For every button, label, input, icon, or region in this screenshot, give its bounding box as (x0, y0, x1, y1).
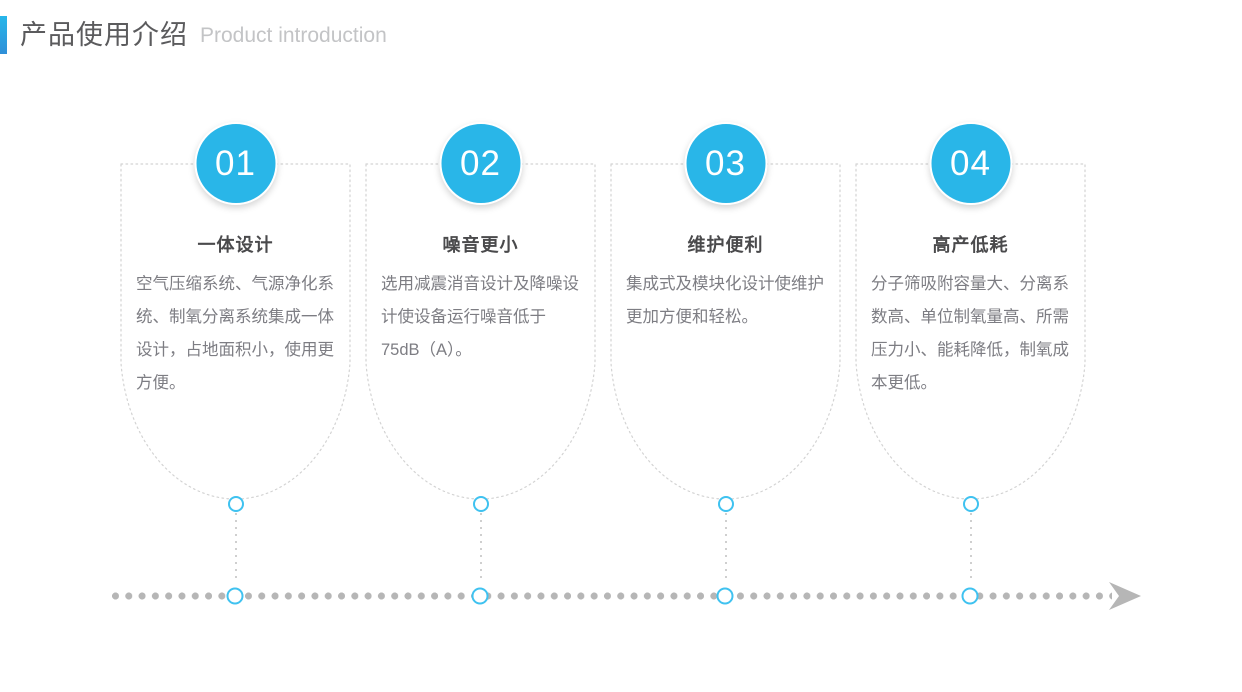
timeline-axis (112, 580, 1141, 612)
page-header: 产品使用介绍 Product introduction (0, 14, 387, 56)
page-title-cn: 产品使用介绍 (20, 19, 188, 50)
card-body-text: 选用减震消音设计及降噪设计使设备运行噪音低于75dB（A）。 (381, 275, 579, 359)
card-number-badge: 03 (684, 122, 767, 205)
feature-card[interactable]: 01 一体设计 空气压缩系统、气源净化系统、制氧分离系统集成一体设计，占地面积小… (120, 122, 351, 583)
feature-card[interactable]: 02 噪音更小 选用减震消音设计及降噪设计使设备运行噪音低于75dB（A）。 (365, 122, 596, 583)
arrow-right-icon (1109, 582, 1141, 610)
card-number-label: 01 (215, 144, 256, 183)
card-number-badge: 01 (194, 122, 277, 205)
card-title: 噪音更小 (442, 235, 519, 255)
feature-card[interactable]: 03 维护便利 集成式及模块化设计使维护更加方便和轻松。 (610, 122, 841, 583)
feature-card[interactable]: 04 高产低耗 分子筛吸附容量大、分离系数高、单位制氧量高、所需压力小、能耗降低… (855, 122, 1086, 583)
card-number-label: 04 (950, 144, 991, 183)
card-body-text: 空气压缩系统、气源净化系统、制氧分离系统集成一体设计，占地面积小，使用更方便。 (136, 275, 334, 392)
card-title: 高产低耗 (932, 235, 1009, 255)
timeline-dotted-line (112, 592, 1112, 600)
card-outline-shape (120, 163, 351, 500)
timeline-node-icon[interactable] (471, 587, 489, 605)
card-timeline-connector (724, 513, 727, 583)
card-outline-shape (365, 163, 596, 500)
card-bottom-node-icon (472, 496, 489, 512)
card-number-badge: 04 (929, 122, 1012, 205)
timeline-node-icon[interactable] (716, 587, 734, 605)
card-timeline-connector (969, 513, 972, 583)
card-number-badge: 02 (439, 122, 522, 205)
card-bottom-node-icon (962, 496, 979, 512)
card-outline-shape (855, 163, 1086, 500)
card-title: 一体设计 (197, 235, 274, 255)
card-body-text: 分子筛吸附容量大、分离系数高、单位制氧量高、所需压力小、能耗降低，制氧成本更低。 (871, 275, 1069, 392)
card-bottom-node-icon (717, 496, 734, 512)
card-body-text: 集成式及模块化设计使维护更加方便和轻松。 (626, 275, 824, 326)
timeline-node-icon[interactable] (226, 587, 244, 605)
card-timeline-connector (479, 513, 482, 583)
card-title: 维护便利 (687, 235, 764, 255)
page-title-en: Product introduction (200, 23, 387, 47)
card-outline-shape (610, 163, 841, 500)
header-accent-bar (0, 16, 7, 54)
timeline-node-icon[interactable] (961, 587, 979, 605)
feature-cards-container: 01 一体设计 空气压缩系统、气源净化系统、制氧分离系统集成一体设计，占地面积小… (120, 122, 1086, 583)
card-bottom-node-icon (227, 496, 244, 512)
card-number-label: 02 (460, 144, 501, 183)
card-number-label: 03 (705, 144, 746, 183)
card-timeline-connector (234, 513, 237, 583)
